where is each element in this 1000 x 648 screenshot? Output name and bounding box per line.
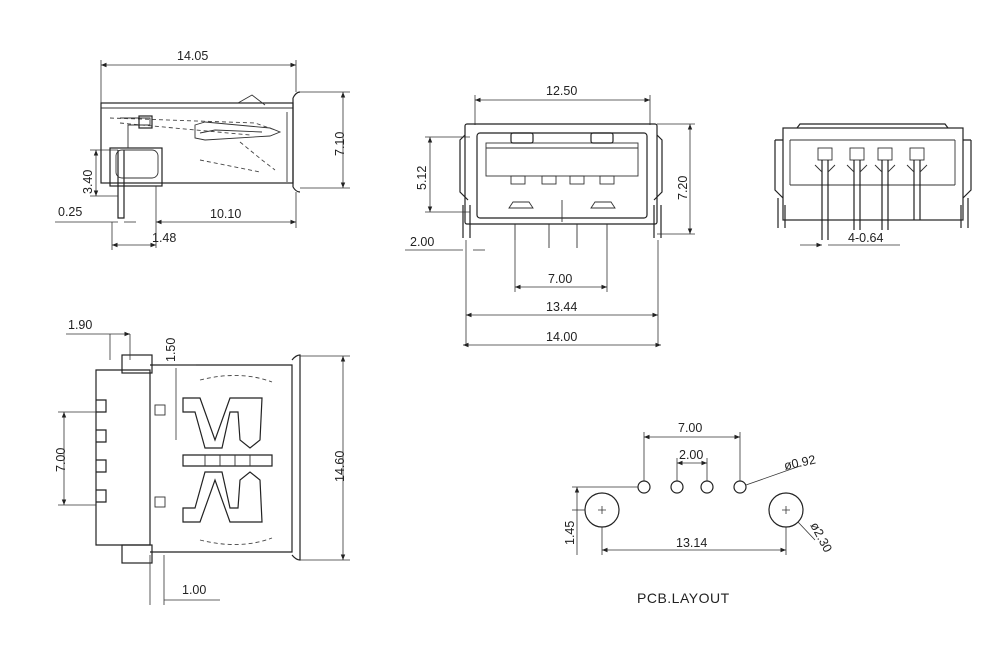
front-overall-width-label: 14.00: [546, 330, 577, 344]
pcb-pin-hole-label: ø0.92: [783, 453, 817, 473]
front-opening-height-label: 5.12: [415, 166, 429, 190]
pin-hole-1: [637, 480, 651, 494]
pcb-pin-pitch-label: 2.00: [679, 448, 703, 462]
pcb-pin-span-label: 7.00: [678, 421, 702, 435]
side-width-label: 14.05: [177, 49, 208, 63]
front-tab-width-label: 2.00: [410, 235, 434, 249]
top-view: 1.90 1.50 7.00 14.60 1.00: [54, 318, 350, 605]
front-height-label: 7.20: [676, 176, 690, 200]
pcb-layout-title: PCB.LAYOUT: [637, 590, 730, 606]
front-width-label: 12.50: [546, 84, 577, 98]
front-peg-span-label: 13.44: [546, 300, 577, 314]
top-front-offset-label: 1.00: [182, 583, 206, 597]
pin-hole-3: [700, 480, 714, 494]
top-pin-edge-label: 1.90: [68, 318, 92, 332]
side-view: 14.05 7.10 3.40 0.25 10.10 1.48: [55, 49, 350, 250]
side-pin-offset-label: 1.48: [152, 231, 176, 245]
side-height-label: 7.10: [333, 132, 347, 156]
pcb-layout: 7.00 2.00 ø0.92 1.45 13.14 ø2.30 PCB.LAY…: [563, 421, 835, 606]
pcb-peg-span-label: 13.14: [676, 536, 707, 550]
rear-pin-callout-label: 4-0.64: [848, 231, 883, 245]
side-pin-height-label: 3.40: [81, 170, 95, 194]
side-pin-thickness-label: 0.25: [58, 205, 82, 219]
side-body-depth-label: 10.10: [210, 207, 241, 221]
pin-hole-2: [670, 480, 684, 494]
top-pin-span-label: 7.00: [54, 448, 68, 472]
rear-view: 4-0.64: [774, 123, 972, 248]
top-pin-offset-label: 1.50: [164, 338, 178, 362]
pin-hole-4: [733, 480, 747, 494]
front-pin-span-label: 7.00: [548, 272, 572, 286]
front-view: 12.50 5.12 7.20 2.00 7.00 13.44 14.00: [405, 84, 695, 348]
pcb-peg-hole-label: ø2.30: [807, 520, 834, 555]
top-length-label: 14.60: [333, 451, 347, 482]
pcb-peg-row-offset-label: 1.45: [563, 521, 577, 545]
